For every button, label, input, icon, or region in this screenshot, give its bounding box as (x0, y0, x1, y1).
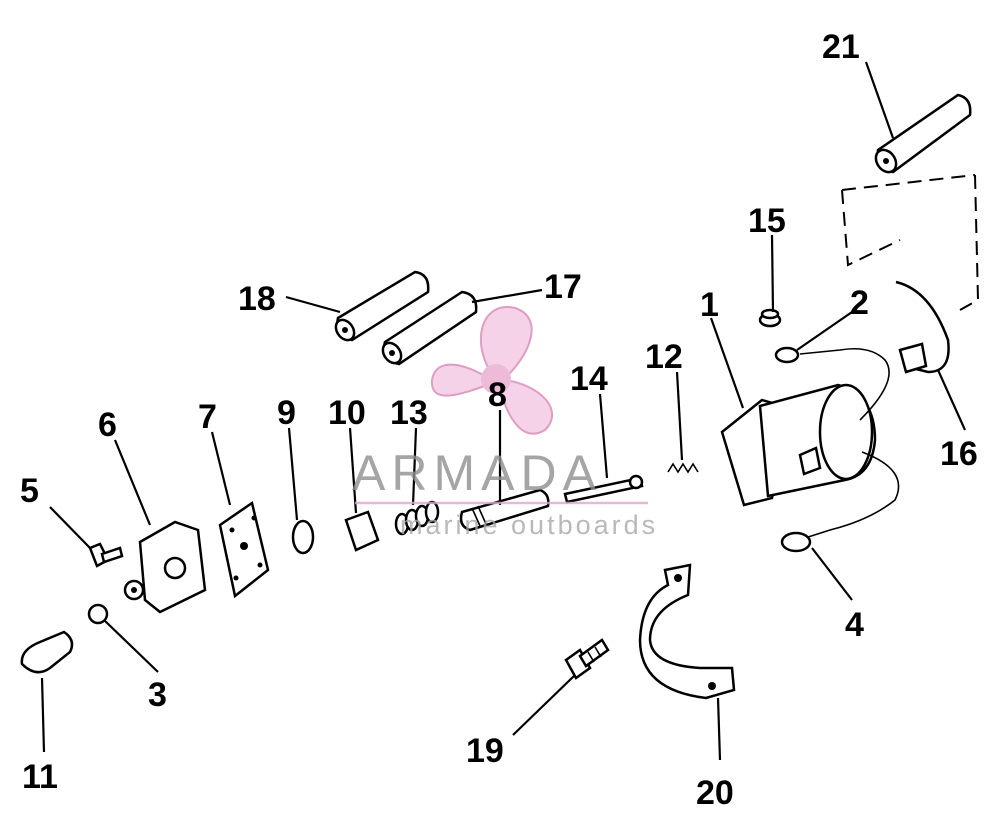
callout-18: 18 (238, 280, 276, 318)
callout-2: 2 (850, 284, 869, 322)
callout-6: 6 (98, 406, 117, 444)
callout-13: 13 (390, 394, 428, 432)
callout-20: 20 (696, 774, 734, 812)
watermark-propeller-icon (430, 306, 553, 435)
callout-7: 7 (198, 398, 217, 436)
part-16-lead (895, 280, 950, 374)
callout-11: 11 (22, 758, 58, 796)
part-21-tube (874, 93, 972, 174)
callout-14: 14 (570, 360, 608, 398)
watermark-title: ARMADA (352, 445, 602, 501)
watermark-subtitle: marine outboards (400, 510, 658, 540)
callout-17: 17 (544, 268, 582, 306)
callout-1: 1 (700, 286, 719, 324)
callout-16: 16 (940, 435, 978, 473)
part-8-plunger (459, 488, 550, 532)
part-10-bushing (344, 510, 380, 552)
part-18-tube (334, 270, 430, 342)
callout-10: 10 (328, 394, 366, 432)
callout-4: 4 (845, 606, 864, 644)
callout-21: 21 (822, 28, 860, 66)
part-15-nut (758, 308, 782, 328)
part-3-washer (87, 603, 109, 625)
part-11-clip (20, 630, 74, 674)
callout-12: 12 (645, 338, 683, 376)
watermark: ARMADA marine outboards (352, 445, 658, 540)
part-4-terminal (780, 531, 812, 553)
part-14-rod (563, 474, 644, 504)
callout-5: 5 (20, 472, 39, 510)
callout-labels: 21 15 18 17 1 2 12 14 8 10 13 9 7 6 16 5… (20, 28, 978, 812)
dashed-guide (841, 174, 980, 311)
part-19-bolt (564, 638, 610, 680)
part-9-disc (291, 519, 315, 555)
part-7-gasket (218, 500, 270, 599)
callout-3: 3 (148, 676, 167, 714)
callout-8: 8 (488, 376, 507, 414)
part-13-spring (394, 500, 440, 536)
callout-15: 15 (748, 202, 786, 240)
part-17-tube (381, 290, 478, 366)
part-6-end-plate (123, 520, 207, 614)
part-20-bracket (638, 563, 736, 700)
callout-9: 9 (277, 394, 296, 432)
leader-lines (40, 61, 967, 761)
part-1-solenoid (720, 347, 900, 539)
part-5-screw (88, 542, 124, 568)
part-12-spring (667, 462, 699, 474)
part-2-terminal (774, 346, 800, 364)
callout-19: 19 (466, 732, 504, 770)
